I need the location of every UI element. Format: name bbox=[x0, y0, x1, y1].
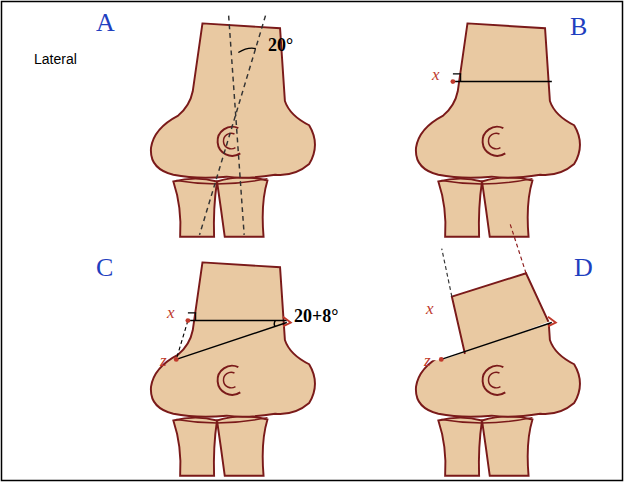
panel-c-elbow bbox=[151, 262, 315, 475]
point-marker: x bbox=[432, 66, 440, 83]
angle-label: 20+8° bbox=[294, 307, 338, 325]
point-marker: x bbox=[167, 304, 175, 321]
panel-b-elbow bbox=[416, 23, 580, 236]
point-marker: z bbox=[160, 352, 167, 369]
panel-d-elbow bbox=[386, 211, 612, 476]
panel-letter: A bbox=[96, 10, 115, 36]
panel-letter: D bbox=[574, 255, 593, 281]
panel-letter: C bbox=[96, 255, 113, 281]
side-label: Lateral bbox=[34, 52, 77, 66]
panel-a-elbow bbox=[151, 16, 315, 237]
angle-label: 20° bbox=[268, 36, 293, 54]
point-marker: z bbox=[424, 352, 431, 369]
point-marker: x bbox=[426, 300, 434, 317]
panel-letter: B bbox=[570, 14, 587, 40]
